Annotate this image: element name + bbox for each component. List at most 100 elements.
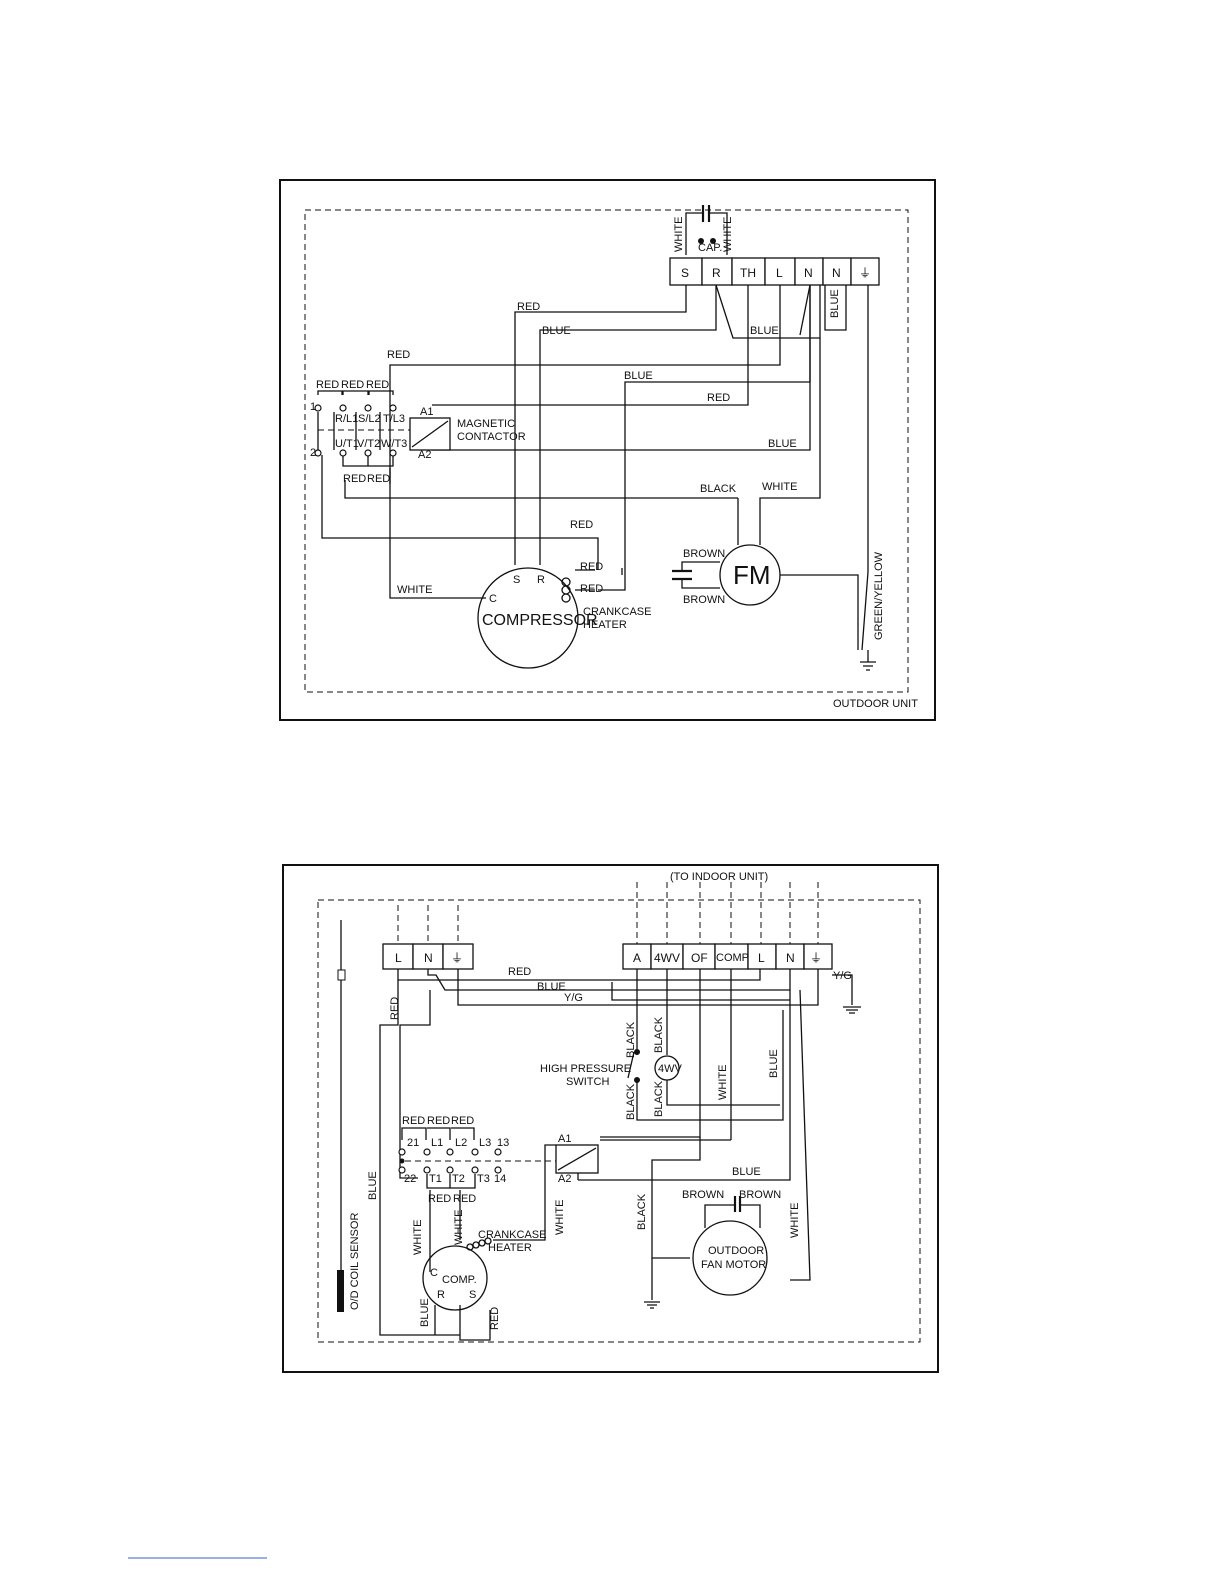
compressor-2: C COMP. R S CRANKCASE HEATER <box>422 1229 546 1311</box>
wire-label: Y/G <box>833 970 852 982</box>
wire-label: BLUE <box>732 1166 761 1178</box>
term-u-t1: U/T1 <box>335 438 359 450</box>
comp-s: S <box>469 1289 476 1301</box>
terminal-l2: L <box>758 951 765 965</box>
term-22: 22 <box>404 1173 416 1185</box>
terminal-ground2: ⏚ <box>810 951 822 965</box>
crankcase-label-1: CRANKCASE <box>478 1229 546 1241</box>
term-14: 14 <box>494 1173 506 1185</box>
term-l3: L3 <box>479 1137 491 1149</box>
wire-label: GREEN/YELLOW <box>873 551 885 640</box>
cap-wire-left-label: WHITE <box>673 217 685 252</box>
wire-label: WHITE <box>762 481 797 493</box>
wire-label: WHITE <box>554 1200 566 1235</box>
contactor-label-2: CONTACTOR <box>457 431 526 443</box>
comp-c: C <box>430 1267 438 1279</box>
terminal-block-1: S R TH L N N ⏚ <box>669 257 880 286</box>
red-top-2: RED <box>427 1115 450 1127</box>
term-t-l3: T/L3 <box>383 413 405 425</box>
wire-label: Y/G <box>564 992 583 1004</box>
relay-red-top-3: RED <box>366 379 389 391</box>
term-21: 21 <box>407 1137 419 1149</box>
contactor-label-1: MAGNETIC <box>457 418 515 430</box>
crankcase-label-2: HEATER <box>488 1242 532 1254</box>
terminal-block-2-left: L N ⏚ <box>382 943 474 970</box>
terminal-comp: COMP <box>716 952 749 964</box>
wire-label: RED <box>707 392 730 404</box>
wire-label: RED <box>570 519 593 531</box>
terminal-n: N <box>424 951 433 965</box>
terminal-ground: ⏚ <box>859 266 871 280</box>
diagram1-dashed-boundary <box>304 209 909 693</box>
compressor-label: COMPRESSOR <box>482 612 598 629</box>
relay-red-top-1: RED <box>316 379 339 391</box>
sensor-label: O/D COIL SENSOR <box>349 1213 361 1310</box>
wire-label: RED <box>489 1307 501 1330</box>
fan-motor-2: OUTDOOR FAN MOTOR <box>692 1196 768 1296</box>
diagram-outdoor-unit-heat-pump: (TO INDOOR UNIT) L N ⏚ A 4WV OF COMP L <box>282 864 939 1373</box>
term-s-l2: S/L2 <box>358 413 381 425</box>
wire-label: BLACK <box>700 483 737 495</box>
cap-wire-right-label: WHITE <box>722 217 734 252</box>
wire-label: WHITE <box>453 1210 465 1245</box>
term-13: 13 <box>497 1137 509 1149</box>
wire-label: RED <box>580 561 603 573</box>
relay-red-bottom-1: RED <box>343 473 366 485</box>
wire-label: BLACK <box>653 1016 665 1053</box>
coil-a1: A1 <box>420 406 433 418</box>
contactor-contacts-2: RED RED RED 21 L1 L2 L3 13 22 T1 T2 T3 1… <box>398 1115 509 1205</box>
term-r-l1: R/L1 <box>335 413 358 425</box>
relay-red-bottom-2: RED <box>367 473 390 485</box>
wire-label: RED <box>517 301 540 313</box>
terminal-r: R <box>712 266 721 280</box>
coil-a1: A1 <box>558 1133 571 1145</box>
terminal-th: TH <box>740 266 756 280</box>
comp-r: R <box>437 1289 445 1301</box>
fan-motor-label-2: FAN MOTOR <box>701 1259 766 1271</box>
wire-label: BLACK <box>625 1021 637 1058</box>
wire-label: BROWN <box>683 548 725 560</box>
wire-label: BLUE <box>750 325 779 337</box>
wire-label: WHITE <box>789 1203 801 1238</box>
relay-red-top-2: RED <box>341 379 364 391</box>
wire-label: WHITE <box>397 584 432 596</box>
term-t1: T1 <box>429 1173 442 1185</box>
wire-label: BLUE <box>768 438 797 450</box>
fan-motor-label-1: OUTDOOR <box>708 1245 764 1257</box>
terminal-ground: ⏚ <box>451 951 463 965</box>
diagram2-frame <box>282 864 939 1373</box>
terminal-n1: N <box>804 266 813 280</box>
wire-label: RED <box>508 966 531 978</box>
cap-label: CAP. <box>698 242 722 254</box>
wire-label: BLUE <box>768 1049 780 1078</box>
crankcase-heater-label-2: HEATER <box>583 619 627 631</box>
comp-label: COMP. <box>442 1274 477 1286</box>
red-bottom-1: RED <box>428 1193 451 1205</box>
node-2: 2 <box>310 447 316 459</box>
wire-label: BLUE <box>419 1298 431 1327</box>
comp-r: R <box>537 574 545 586</box>
diagram1-frame <box>279 179 936 721</box>
terminal-n2: N <box>786 951 795 965</box>
wire-label: BLACK <box>625 1083 637 1120</box>
wire-label: BROWN <box>739 1189 781 1201</box>
comp-c: C <box>489 593 497 605</box>
wire-label: BLUE <box>367 1171 379 1200</box>
term-v-t2: V/T2 <box>357 438 380 450</box>
hp-switch-label-2: SWITCH <box>566 1076 609 1088</box>
term-l2: L2 <box>455 1137 467 1149</box>
wire-label: RED <box>580 583 603 595</box>
fan-motor-1: FM <box>672 544 781 606</box>
terminal-l: L <box>776 266 783 280</box>
term-w-t3: W/T3 <box>381 438 407 450</box>
to-indoor-unit-label: (TO INDOOR UNIT) <box>670 871 768 883</box>
terminal-a: A <box>633 951 641 965</box>
outdoor-unit-label: OUTDOOR UNIT <box>833 698 918 710</box>
terminal-4wv: 4WV <box>654 951 680 965</box>
wire-label: RED <box>389 997 401 1020</box>
od-coil-sensor: O/D COIL SENSOR <box>337 920 361 1312</box>
magnetic-contactor: A1 A2 MAGNETIC CONTACTOR <box>409 406 526 461</box>
terminal-n2: N <box>832 266 841 280</box>
red-bottom-2: RED <box>453 1193 476 1205</box>
